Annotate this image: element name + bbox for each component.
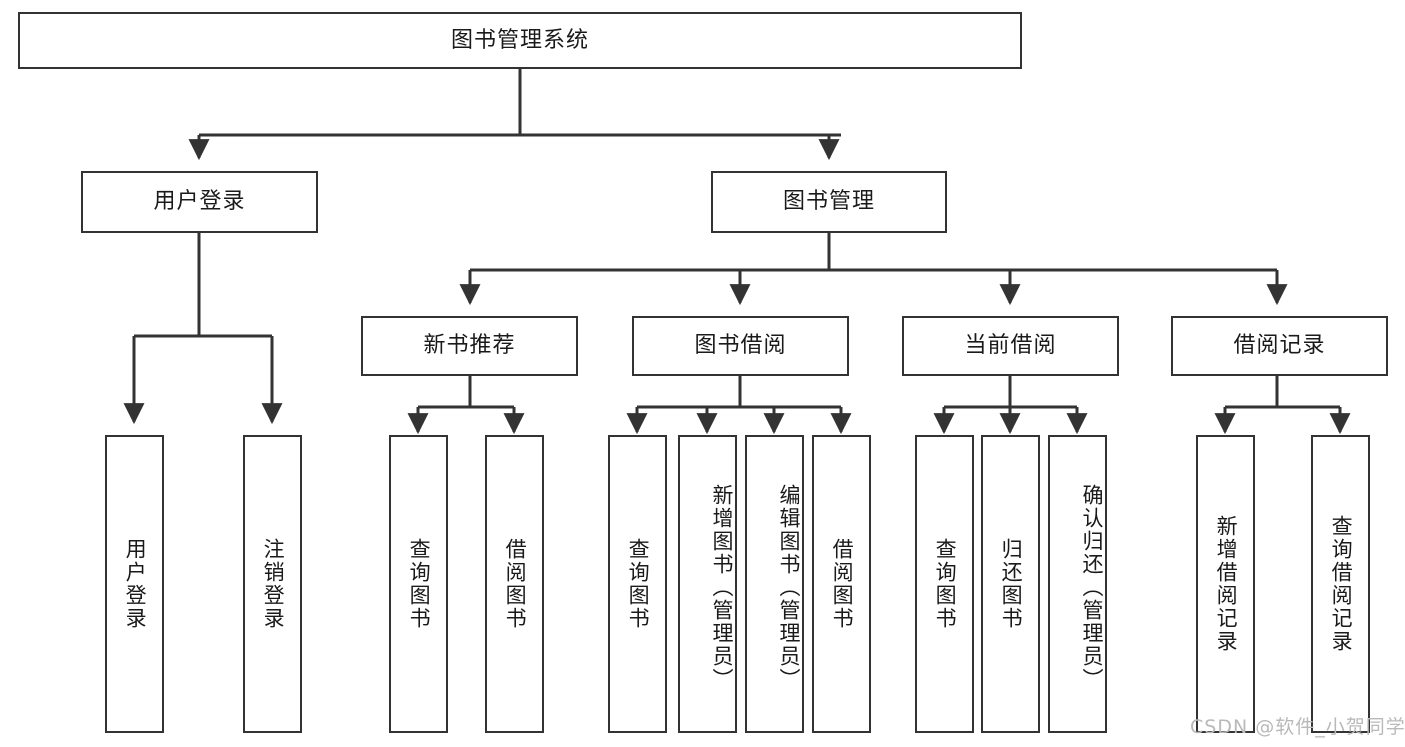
node-borrow-record[interactable]: 借阅记录 <box>1171 316 1388 376</box>
leaf-add-book[interactable]: 新增图书（管理员） <box>678 435 737 733</box>
node-label: 新书推荐 <box>423 333 516 359</box>
leaf-borrow-book-2[interactable]: 借阅图书 <box>812 435 871 733</box>
leaf-confirm-return[interactable]: 确认归还（管理员） <box>1048 435 1107 733</box>
leaf-logout-login[interactable]: 注销登录 <box>243 435 302 733</box>
leaf-query-record[interactable]: 查询借阅记录 <box>1311 435 1370 733</box>
node-label: 图书管理 <box>782 189 875 215</box>
csdn-watermark: CSDN @软件_小贺同学 <box>1190 716 1405 738</box>
leaf-query-book-1[interactable]: 查询图书 <box>389 435 448 733</box>
node-current-borrow[interactable]: 当前借阅 <box>902 316 1119 376</box>
node-label: 用户登录 <box>123 538 148 630</box>
node-label: 查询图书 <box>626 538 651 630</box>
node-label: 归还图书 <box>999 538 1024 630</box>
node-root-system[interactable]: 图书管理系统 <box>18 12 1022 69</box>
leaf-return-book[interactable]: 归还图书 <box>981 435 1040 733</box>
leaf-borrow-book-1[interactable]: 借阅图书 <box>485 435 544 733</box>
node-new-book-recommend[interactable]: 新书推荐 <box>361 316 578 376</box>
leaf-add-record[interactable]: 新增借阅记录 <box>1196 435 1255 733</box>
leaf-edit-book[interactable]: 编辑图书（管理员） <box>745 435 804 733</box>
node-label: 新增图书（管理员） <box>710 483 734 691</box>
node-label: 借阅图书 <box>830 538 855 630</box>
node-label: 当前借阅 <box>964 333 1057 359</box>
node-label: 借阅记录 <box>1233 333 1326 359</box>
node-label: 借阅图书 <box>503 538 528 630</box>
node-label: 查询图书 <box>933 538 958 630</box>
node-label: 编辑图书（管理员） <box>777 483 801 691</box>
node-label: 新增借阅记录 <box>1214 515 1239 653</box>
node-book-borrow[interactable]: 图书借阅 <box>632 316 849 376</box>
node-label: 图书管理系统 <box>450 27 589 53</box>
node-label: 图书借阅 <box>694 333 787 359</box>
node-user-login[interactable]: 用户登录 <box>81 171 318 233</box>
node-label: 查询借阅记录 <box>1329 515 1354 653</box>
node-label: 确认归还（管理员） <box>1080 483 1104 691</box>
node-book-management[interactable]: 图书管理 <box>711 171 947 233</box>
node-label: 注销登录 <box>261 538 286 630</box>
leaf-query-book-3[interactable]: 查询图书 <box>915 435 974 733</box>
node-label: 查询图书 <box>407 538 432 630</box>
leaf-user-login[interactable]: 用户登录 <box>105 435 164 733</box>
leaf-query-book-2[interactable]: 查询图书 <box>608 435 667 733</box>
node-label: 用户登录 <box>153 189 246 215</box>
